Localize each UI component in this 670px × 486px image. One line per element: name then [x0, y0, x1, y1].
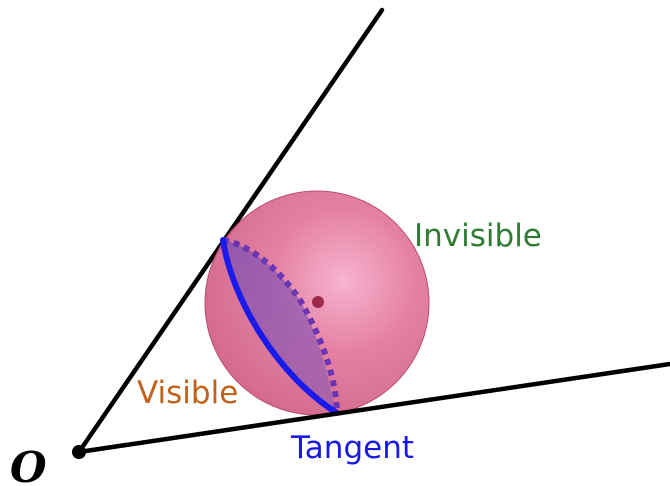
origin-point	[72, 445, 86, 459]
lower-ray	[76, 361, 670, 455]
origin-label: O	[10, 443, 47, 486]
sphere-center-dot	[312, 296, 324, 308]
visible-cap-region	[223, 240, 335, 413]
upper-ray	[76, 7, 385, 455]
tangent-circle-hidden-arc	[222, 237, 340, 414]
tangent-circle-visible-arc	[220, 237, 340, 416]
tangent-label: Tangent	[290, 430, 414, 466]
visible-label: Visible	[137, 375, 238, 411]
invisible-label: Invisible	[414, 218, 542, 254]
